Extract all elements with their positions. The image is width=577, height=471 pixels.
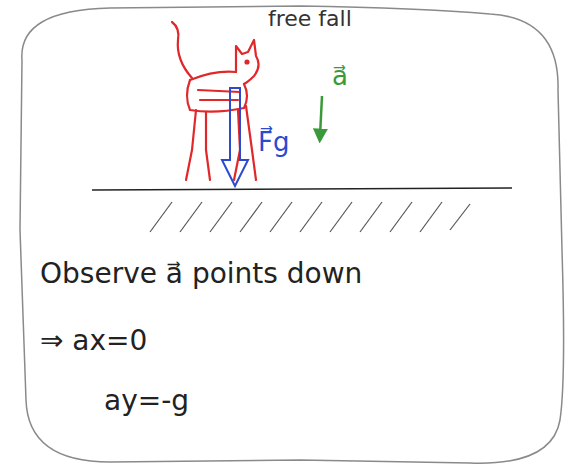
acceleration-arrow xyxy=(320,96,322,136)
force-label: F⃗g xyxy=(258,128,289,158)
cat-drawing xyxy=(172,22,259,180)
acceleration-label: a⃗ xyxy=(332,62,348,92)
ground-line xyxy=(92,188,512,190)
equation-x: ⇒ ax=0 xyxy=(40,325,147,357)
blob-border xyxy=(20,6,564,463)
state-note: free fall xyxy=(268,6,352,31)
equation-y: ay=-g xyxy=(104,385,189,417)
ground-hatching xyxy=(150,202,470,232)
gravity-force-arrow xyxy=(222,88,248,186)
observation-note: Observe a⃗ points down xyxy=(40,258,362,290)
